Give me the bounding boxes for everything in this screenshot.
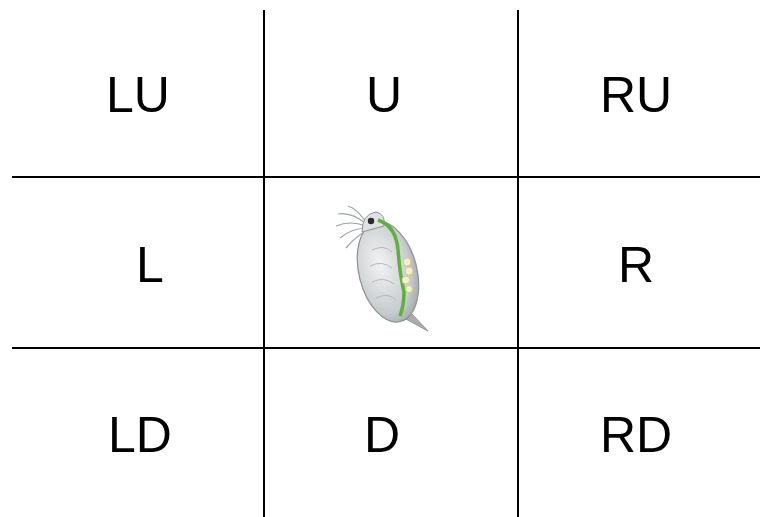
daphnia-illustration (336, 206, 428, 331)
cell-label: RU (600, 70, 672, 120)
cell-label: U (366, 70, 402, 120)
grid-lines (12, 10, 760, 517)
cell-label: LD (108, 410, 172, 460)
cell-label: RD (600, 410, 672, 460)
cell-label: LU (106, 70, 170, 120)
cell-label: R (618, 240, 654, 290)
cell-label: D (364, 410, 400, 460)
cell-label: L (136, 240, 164, 290)
